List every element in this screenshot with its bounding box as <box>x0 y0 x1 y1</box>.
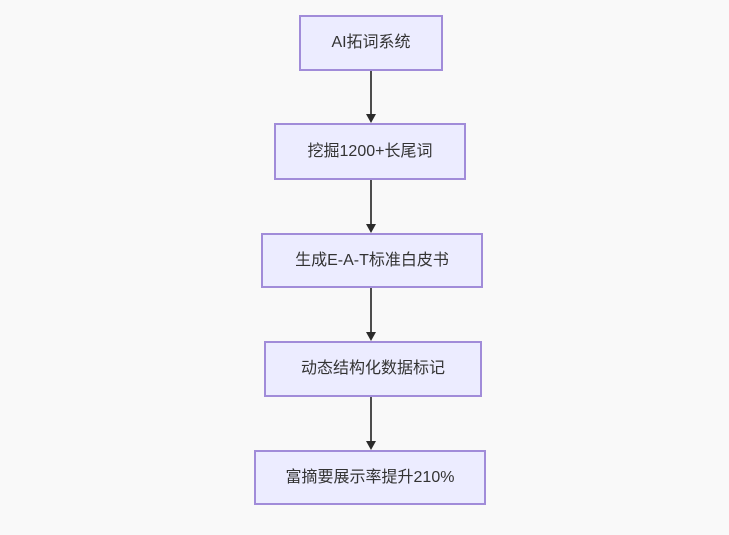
arrowhead-down-icon <box>366 224 376 233</box>
arrowhead-down-icon <box>366 114 376 123</box>
arrow-line <box>370 288 372 333</box>
arrow-line <box>370 180 372 225</box>
arrow-line <box>370 71 372 115</box>
flow-node-label: 动态结构化数据标记 <box>300 360 445 377</box>
flow-arrow-2 <box>365 180 377 233</box>
arrowhead-down-icon <box>366 441 376 450</box>
flow-node-label: 生成E-A-T标准白皮书 <box>295 251 449 269</box>
flow-node-label: 富摘要展示率提升210% <box>285 468 455 486</box>
flow-node-structured-data-markup: 动态结构化数据标记 <box>264 341 482 397</box>
flow-node-label: 挖掘1200+长尾词 <box>307 142 433 160</box>
flow-node-rich-snippet-result: 富摘要展示率提升210% <box>254 450 486 505</box>
flow-node-longtail-mining: 挖掘1200+长尾词 <box>274 123 466 180</box>
arrow-line <box>370 397 372 442</box>
flow-arrow-4 <box>365 397 377 450</box>
flow-node-eat-whitepaper: 生成E-A-T标准白皮书 <box>261 233 483 288</box>
flow-arrow-3 <box>365 288 377 341</box>
flow-arrow-1 <box>365 71 377 123</box>
arrowhead-down-icon <box>366 332 376 341</box>
flow-node-ai-keyword-system: AI拓词系统 <box>299 15 443 71</box>
flow-node-label: AI拓词系统 <box>331 34 411 51</box>
